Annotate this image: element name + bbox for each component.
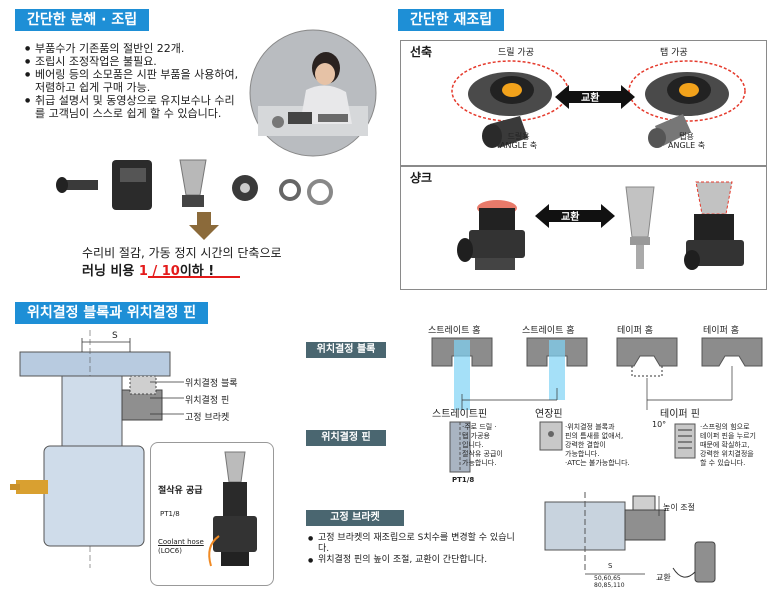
disassembly-bullets: 부품수가 기존품의 절반인 22개. 조립시 조정작업은 불필요. 베어링 등의… [25,42,240,120]
tap-angle-head [628,60,746,148]
parts-image [56,159,333,210]
label-pin: 위치결정 핀 [185,396,230,406]
drill-spindle-label: 드릴용 ANGLE 축 [500,132,537,150]
pin1-desc-line: 탭 가공용 [462,432,490,440]
pin3-label: 테이퍼 핀 [660,409,700,420]
drill-spindle-line1: 드릴용 [507,132,530,141]
pin2-desc-line: 가능합니다. [565,450,600,458]
bullet-item: 조립시 조정작업은 불필요. [25,55,240,68]
assembly-drawing [10,330,171,568]
col2-label: 스트레이트 홈 [522,326,575,336]
shank-exchange-arrow-icon [535,204,615,228]
bullet-item: 베어링 등의 소모품은 시판 부품을 사용하여, 저렴하고 쉽게 구매 가능. [25,68,240,94]
bracket-exchange-label: 교환 [656,573,671,582]
drill-angle-head [451,60,569,148]
taper-shank-part [179,159,207,207]
coolant-inset [150,442,274,586]
bullet-item: 부품수가 기존품의 절반인 22개. [25,42,240,55]
tap-spindle-label: 탭용 ANGLE 축 [668,132,705,150]
block-section-label: 위치결정 블록 [306,342,386,358]
pin1-label: 스트레이트핀 [432,409,488,420]
tap-label: 탭 가공 [660,48,688,58]
positioning-title: 위치결정 블록과 위치결정 핀 [15,302,209,324]
coolant-hose: Coolant hose (LOC6) [158,538,204,556]
pin-section-label: 위치결정 핀 [306,430,386,446]
pin1-desc-line: 가능합니다. [462,459,497,467]
coolant-pt: PT1/8 [160,510,180,518]
col1-label: 스트레이트 홈 [428,326,481,336]
bracket-bullet: 고정 브라켓의 재조립으로 S치수를 변경할 수 있습니다. [308,533,518,555]
pin2-desc: ·위치결정 블록과 핀의 틈새를 없애서, 강력한 결합이 가능합니다. ·AT… [565,423,630,468]
label-block: 위치결정 블록 [185,379,238,389]
result-prefix: 러닝 비용 [82,264,139,279]
spindle-label: 선축 [404,44,439,60]
col3-label: 테이퍼 홈 [617,326,653,336]
pin1-desc-line: ·주로 드릴 · [462,423,497,431]
pin1-desc-line: 절삭유 공급이 [462,450,503,458]
pin3-desc-line: 테이퍼 핀을 누르기 [700,432,756,440]
worker-photo [249,29,377,157]
col4-label: 테이퍼 홈 [703,326,739,336]
result-suffix: 이하 ! [179,264,215,279]
drill-spindle-line2: ANGLE 축 [500,141,538,150]
coolant-title: 절삭유 공급 [158,486,203,496]
dim-s: S [112,331,118,341]
result-fraction: 1 / 10 [138,264,180,279]
pin2-desc-line: ·위치결정 블록과 [565,423,615,431]
block-profiles [431,337,763,410]
pin1-desc: ·주로 드릴 · 탭 가공용 입니다. 절삭유 공급이 가능합니다. [462,423,503,468]
tap-spindle-line2: ANGLE 축 [668,141,706,150]
bracket-drawing [544,492,716,583]
pin-drawings [449,421,696,473]
drill-label: 드릴 가공 [498,48,534,58]
bracket-bullet: 위치결정 핀의 높이 조절, 교환이 간단합니다. [308,555,518,566]
bracket-s-label: S [608,562,613,570]
housing-part [112,160,152,210]
s-values-line1: 50,60,65 [594,575,621,582]
coolant-head-photo [208,451,257,567]
pin3-desc: ·스프링의 힘으로 테이퍼 핀을 누르기 때문에 확실하고, 강력한 위치결정을… [700,423,756,468]
pin-pt-label: PT1/8 [452,476,475,484]
pin3-desc-line: 때문에 확실하고, [700,441,750,449]
exchange-label: 교환 [581,93,600,104]
down-arrow-icon [189,212,219,240]
assembled-head [684,181,744,270]
taper-shank [625,186,655,269]
coolant-hose-line2: (LOC6) [158,547,182,555]
label-bracket: 고정 브라켓 [185,413,230,423]
result-underline [148,276,240,278]
pin1-desc-line: 입니다. [462,441,484,449]
height-adjust-label: 높이 조절 [663,503,695,512]
gear-part [232,175,258,201]
bracket-bullets: 고정 브라켓의 재조립으로 S치수를 변경할 수 있습니다. 위치결정 핀의 높… [308,533,518,566]
reassembly-title: 간단한 재조립 [398,9,505,31]
s-values-line2: 80,85,110 [594,582,625,589]
shank-label: 샹크 [404,170,439,186]
pin2-label: 연장핀 [535,409,563,420]
pin3-desc-line: 할 수 있습니다. [700,459,746,467]
pin2-desc-line: ·ATC는 불가능합니다. [565,459,630,467]
result-line1: 수리비 절감, 가동 정지 시간의 단축으로 [82,246,282,260]
bullet-item: 취급 설명서 및 동영상으로 유지보수나 수리를 고객님이 스스로 쉽게 할 수… [25,94,240,120]
bracket-s-values: 50,60,65 80,85,110 [594,575,625,589]
shank-exchange-label: 교환 [561,212,580,223]
pin3-desc-line: 강력한 위치결정을 [700,450,754,458]
disassembly-title: 간단한 분해 · 조립 [15,9,150,31]
result-line2: 러닝 비용 1 / 10이하 ! [82,260,214,279]
exchange-arrow-icon [555,85,635,109]
taper-angle: 10° [652,420,667,429]
bracket-section-label: 고정 브라켓 [306,510,404,526]
leader-lines [150,381,184,415]
pin2-desc-line: 강력한 결합이 [565,441,606,449]
coolant-hose-line1: Coolant hose [158,538,204,546]
pin2-desc-line: 핀의 틈새를 없애서, [565,432,624,440]
pin3-desc-line: ·스프링의 힘으로 [700,423,750,431]
tap-spindle-line1: 탭용 [679,132,694,141]
bearing-parts [279,179,333,205]
shaft-part [56,177,98,193]
angle-head-with-shank [457,200,525,270]
